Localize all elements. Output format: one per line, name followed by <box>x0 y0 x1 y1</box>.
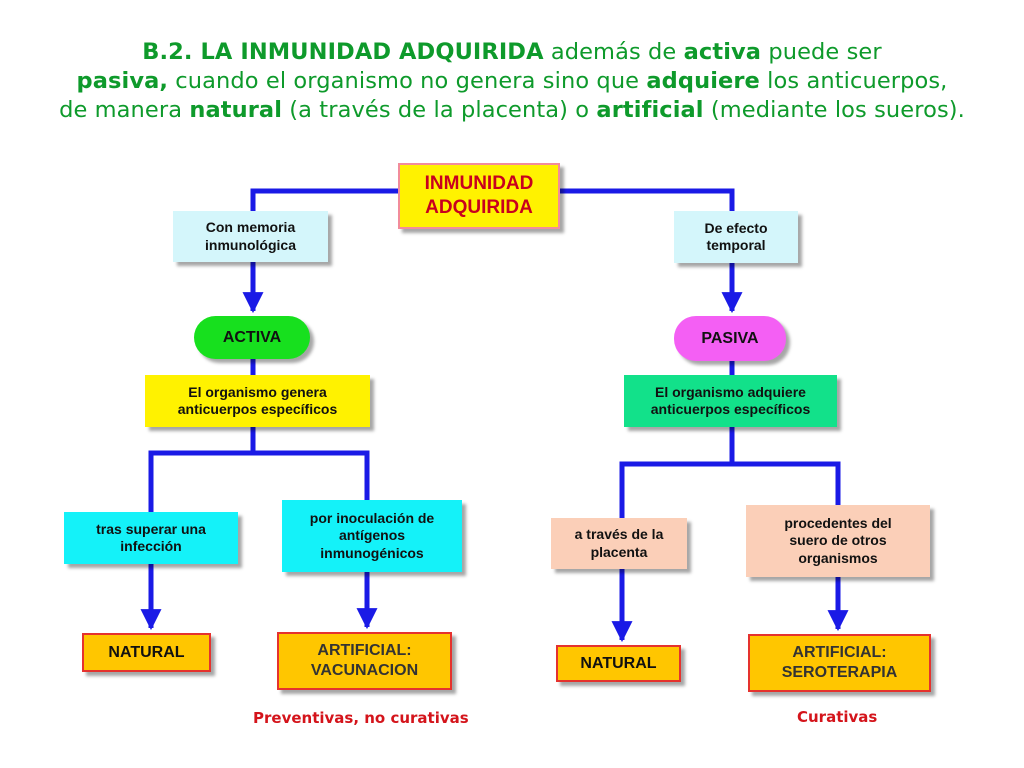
node-text: temporal <box>706 237 766 253</box>
title-text: los anticuerpos, <box>759 68 948 94</box>
connector-pasiva-split-right <box>732 461 841 506</box>
node-text: suero de otros <box>789 532 887 549</box>
node-text: ADQUIRIDA <box>425 197 533 218</box>
title-keyword-adquiere: adquiere <box>646 68 760 94</box>
title-keyword-artificial: artificial <box>596 97 704 123</box>
title-text: (a través de la placenta) o <box>282 97 597 123</box>
title-line-1: B.2. LA INMUNIDAD ADQUIRIDA además de ac… <box>20 38 1004 67</box>
node-text: ARTIFICIAL: <box>792 644 887 661</box>
connector-activa-split <box>148 427 256 513</box>
node-text: por inoculación de <box>309 509 435 526</box>
node-artificial-vacunacion: ARTIFICIAL: VACUNACION <box>277 632 452 690</box>
node-text: inmunológica <box>205 236 296 253</box>
node-text: Con memoria <box>205 219 296 235</box>
node-activa: ACTIVA <box>194 316 310 359</box>
title-text: (mediante los sueros). <box>703 97 965 123</box>
node-text: inmunogénicos <box>320 544 424 561</box>
connector-root-left <box>250 188 398 212</box>
note-preventivas: Preventivas, no curativas <box>253 709 469 727</box>
node-text: NATURAL <box>108 643 185 661</box>
node-text: procedentes del <box>784 514 892 531</box>
node-text: infección <box>120 538 182 554</box>
connector-pasiva-split <box>619 427 735 519</box>
title-heading: B.2. LA INMUNIDAD ADQUIRIDA <box>142 39 544 65</box>
node-text: organismos <box>798 549 878 566</box>
node-pasiva: PASIVA <box>674 316 786 361</box>
node-text: El organismo genera <box>188 383 327 400</box>
slide-title: B.2. LA INMUNIDAD ADQUIRIDA además de ac… <box>20 38 1004 125</box>
node-text: NATURAL <box>580 654 657 672</box>
node-text: anticuerpos específicos <box>650 401 811 417</box>
node-text: El organismo adquiere <box>655 383 806 400</box>
node-text: VACUNACION <box>310 662 419 679</box>
connector-activa-split-right <box>253 450 370 501</box>
node-text: INMUNIDAD <box>424 173 534 195</box>
note-curativas: Curativas <box>797 708 878 726</box>
title-line-2: pasiva, cuando el organismo no genera si… <box>20 67 1004 96</box>
connector-root-right <box>560 188 735 212</box>
node-text: antígenos <box>338 527 406 544</box>
node-text: SEROTERAPIA <box>781 664 898 681</box>
node-text: placenta <box>590 543 648 560</box>
title-text: además de <box>543 39 684 65</box>
title-keyword-natural: natural <box>189 97 283 123</box>
node-text: tras superar una <box>96 520 206 537</box>
node-text: ACTIVA <box>222 328 282 346</box>
node-activa-natural: NATURAL <box>82 633 211 672</box>
title-line-3: de manera natural (a través de la placen… <box>20 96 1004 125</box>
title-text: de manera <box>59 97 190 123</box>
node-text: a través de la <box>574 526 664 542</box>
node-pasiva-natural: NATURAL <box>556 645 681 682</box>
node-artificial-seroterapia: ARTIFICIAL: SEROTERAPIA <box>748 634 931 692</box>
node-text: anticuerpos específicos <box>177 401 338 417</box>
title-keyword-pasiva: pasiva, <box>76 68 169 94</box>
node-text: De efecto <box>704 219 768 236</box>
node-text: ARTIFICIAL: <box>317 642 412 659</box>
node-text: PASIVA <box>701 329 759 347</box>
title-text: cuando el organismo no genera sino que <box>168 68 647 94</box>
title-keyword-activa: activa <box>683 39 762 65</box>
title-text: puede ser <box>761 39 882 65</box>
